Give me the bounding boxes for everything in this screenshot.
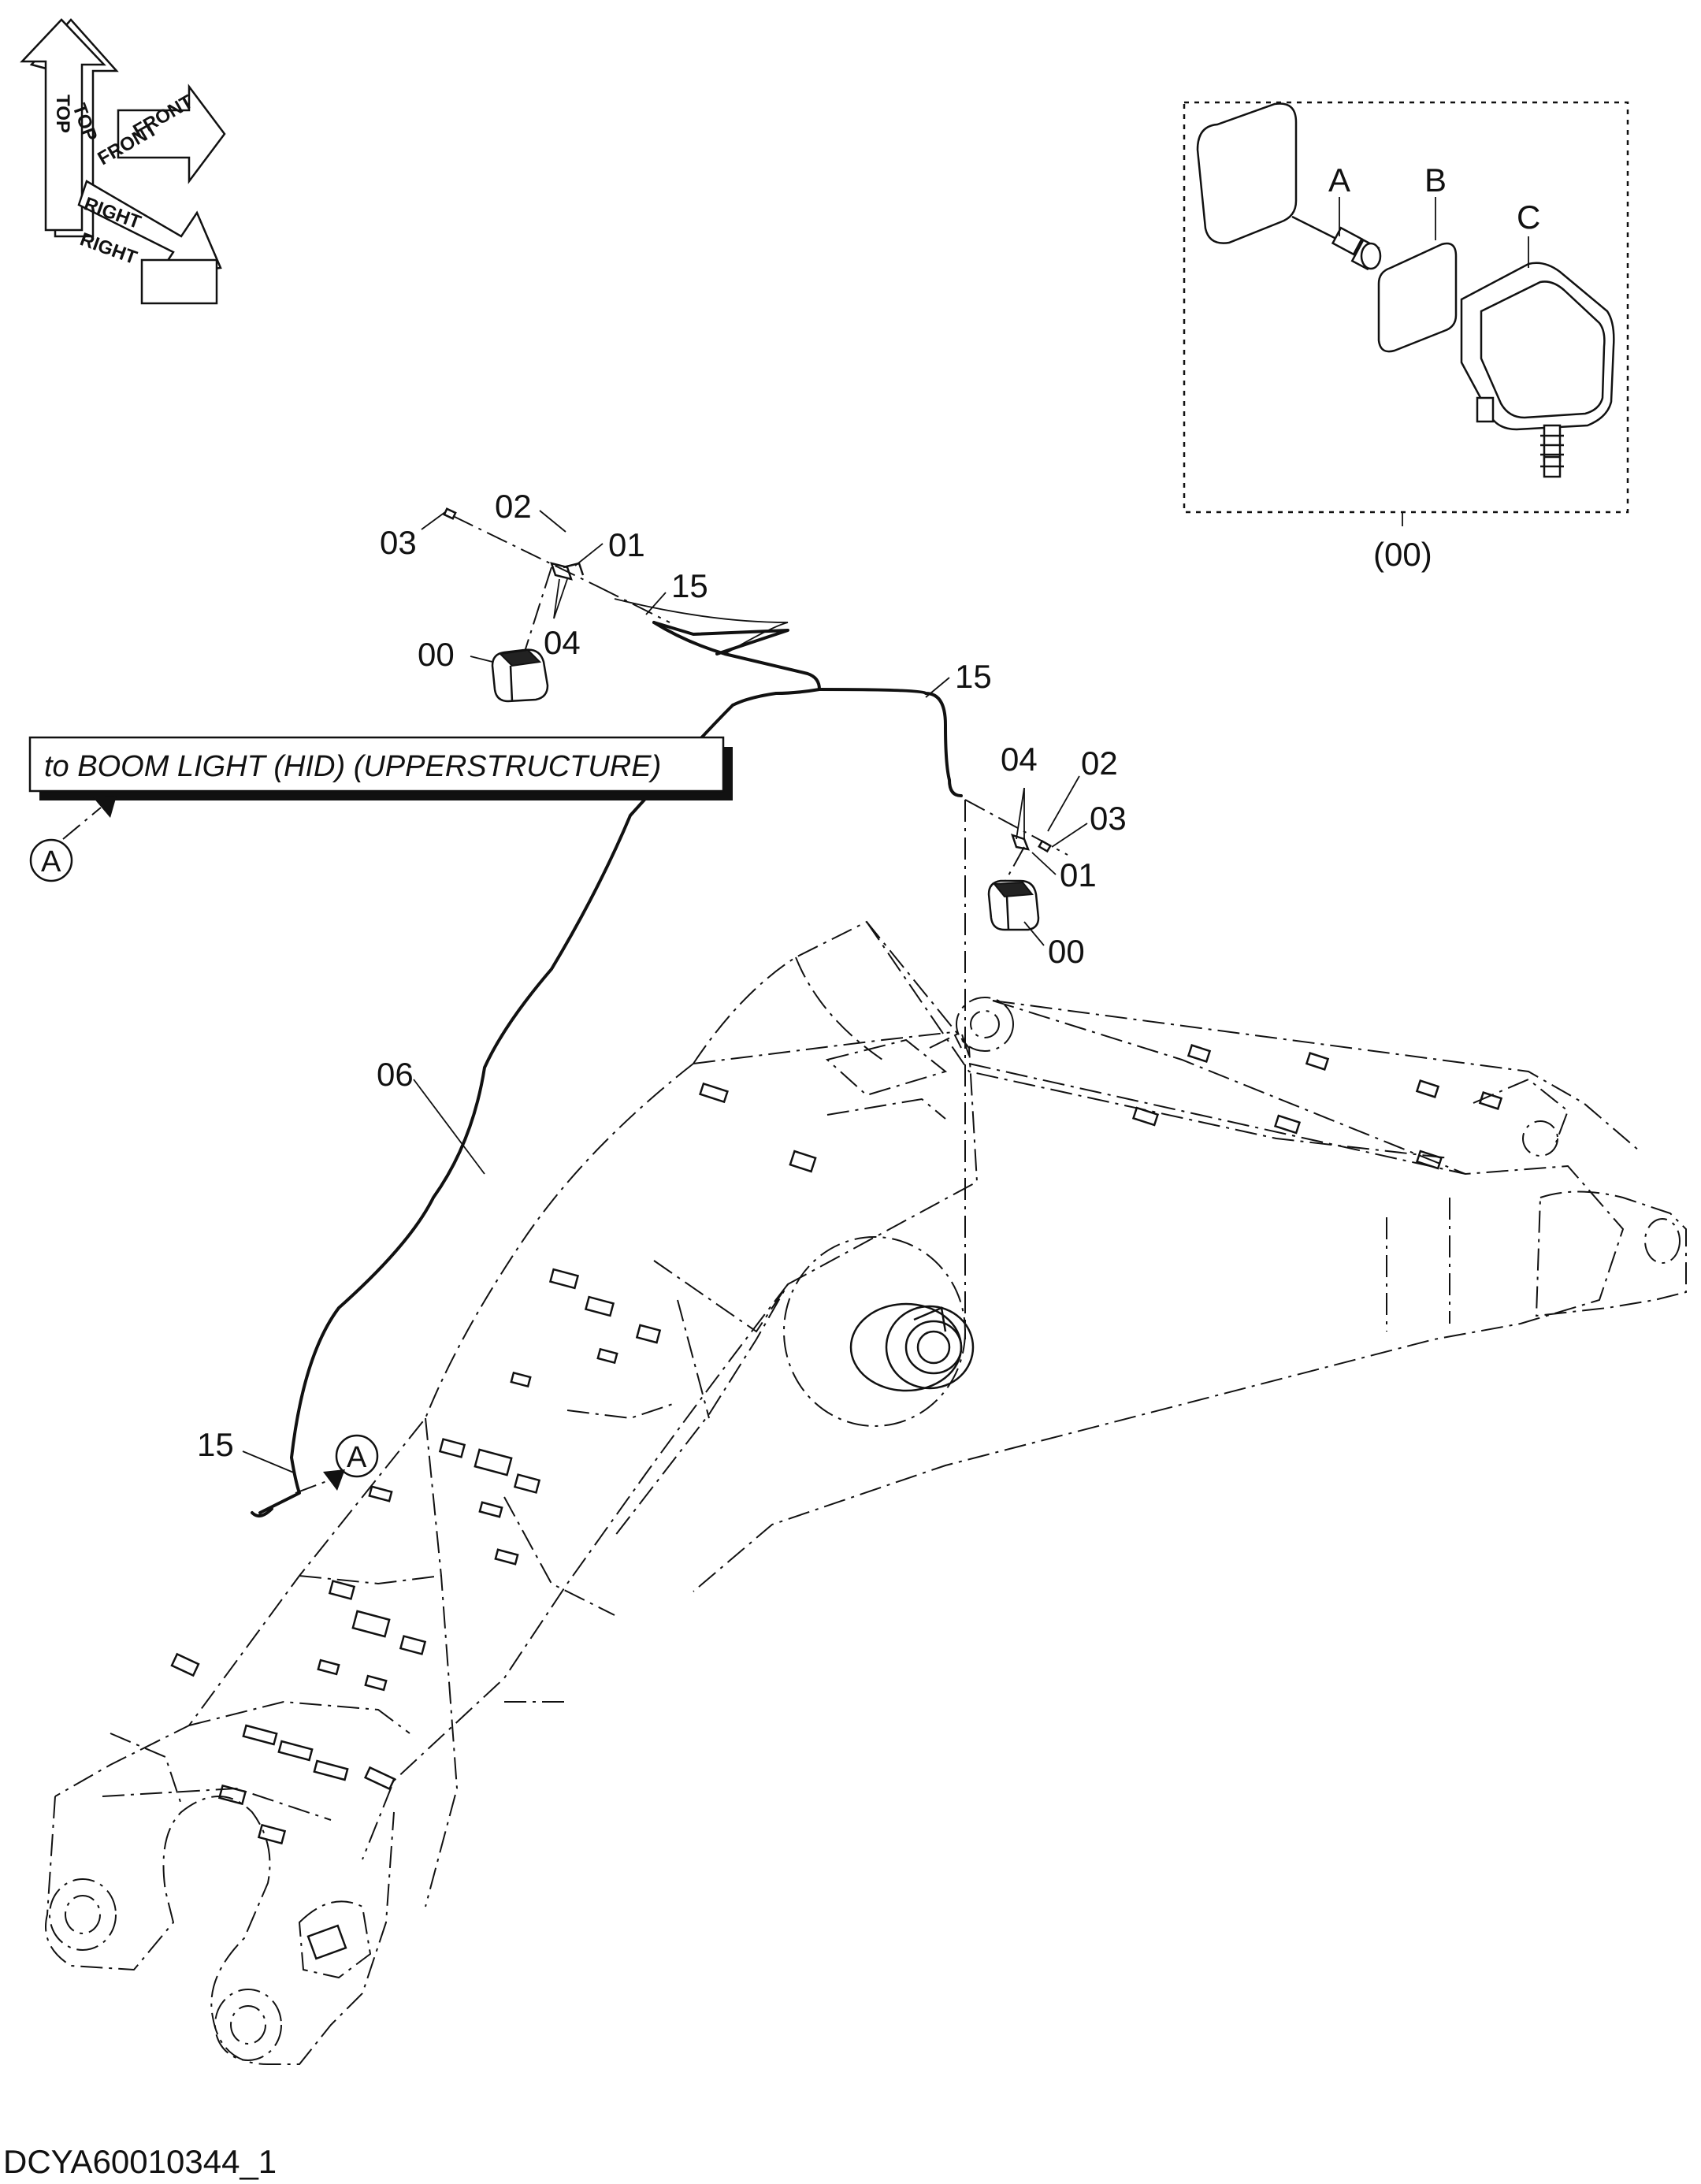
callout-left-15: 15 [671, 567, 708, 604]
callout-right-01: 01 [1060, 856, 1097, 893]
orientation-indicator: TOP TOP FRONT FRONT RIGHT RIGHT [20, 18, 226, 305]
top-label-1: TOP [52, 95, 73, 133]
callout-right-02: 02 [1081, 745, 1118, 782]
callout-right-04: 04 [1001, 741, 1038, 778]
callout-labels: 03 02 01 15 00 04 15 04 02 03 01 00 06 1… [197, 488, 1127, 1463]
leader-lines [242, 510, 1088, 1474]
reference-text: to BOOM LIGHT (HID) (UPPERSTRUCTURE) [44, 750, 661, 783]
callout-left-01: 01 [608, 526, 645, 563]
boom-outline [45, 920, 1687, 2065]
callout-junction-15: 15 [955, 658, 992, 695]
connection-point-a: A [295, 1434, 379, 1494]
boom-light-reference: to BOOM LIGHT (HID) (UPPERSTRUCTURE) A [28, 736, 733, 882]
boom-pads [170, 1044, 1503, 1845]
detail-letter-a: A [1328, 162, 1350, 199]
callout-left-04: 04 [544, 624, 581, 661]
callout-left-03: 03 [380, 524, 417, 561]
lamp-housing-part [1460, 262, 1615, 478]
callout-left-00: 00 [418, 636, 455, 673]
callout-right-00: 00 [1048, 933, 1085, 970]
lamp-cover-part [1196, 102, 1298, 244]
harness-assembly [251, 507, 1068, 1517]
callout-right-03: 03 [1090, 800, 1127, 837]
detail-letter-b: B [1424, 162, 1447, 199]
lamp-detail-box: A B C (00) [1183, 101, 1629, 573]
detail-letter-c: C [1517, 199, 1540, 236]
right-label-2: RIGHT [77, 228, 140, 269]
harness-06 [258, 704, 734, 1514]
drawing-id: DCYA60010344_1 [3, 2143, 277, 2180]
callout-lower-15: 15 [197, 1426, 234, 1463]
callout-06: 06 [377, 1056, 414, 1093]
gasket-part [1377, 242, 1458, 353]
callout-left-02: 02 [495, 488, 532, 525]
bulb-part [1291, 215, 1382, 271]
detail-caption: (00) [1373, 536, 1432, 573]
connection-marker: A [347, 1441, 367, 1474]
reference-marker: A [41, 845, 61, 878]
